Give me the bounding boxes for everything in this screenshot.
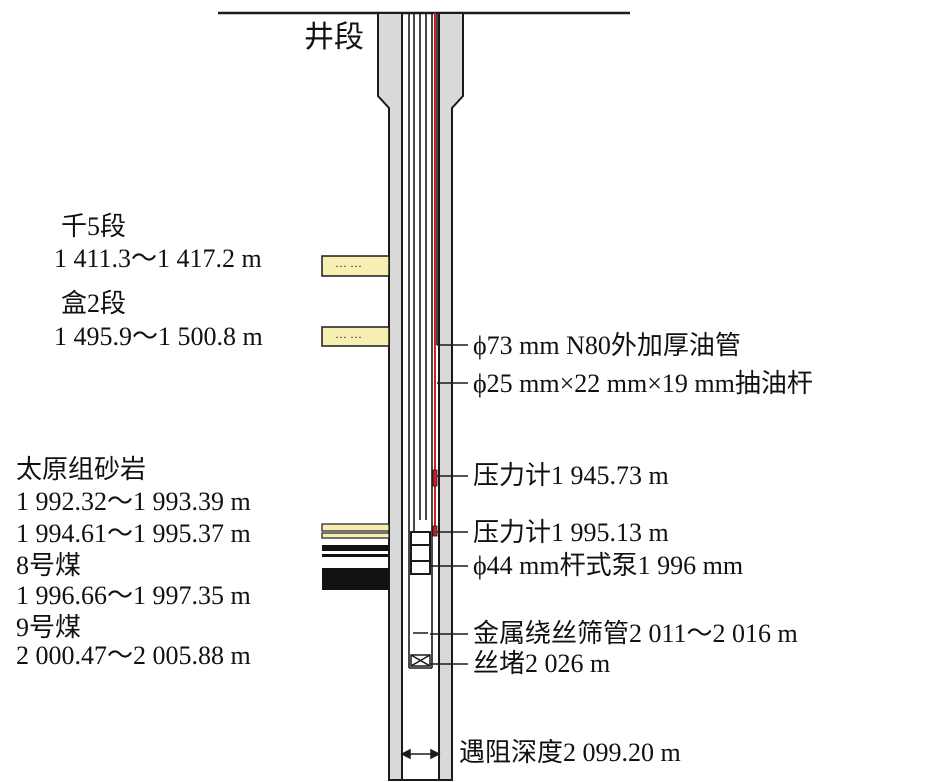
label-obstruction-depth: 遇阻深度2 099.20 m (459, 738, 681, 767)
formation-qian5-bar (321, 255, 390, 277)
taiyuan-sand-1 (321, 523, 390, 532)
pressure-gauge-2 (432, 525, 438, 537)
label-formation-he2: 盒2段 (61, 289, 127, 318)
label-coal-9: 9号煤 (16, 613, 82, 642)
tubing-string (408, 13, 438, 536)
label-depth-coal-9: 2 000.47～2 005.88 m (16, 641, 251, 670)
coal-8-bar (322, 545, 389, 551)
label-coal-8: 8号煤 (16, 551, 82, 580)
pressure-gauge-1 (432, 469, 438, 487)
label-depth-qian5: 1 411.3～1 417.2 m (54, 244, 262, 273)
label-depth-he2: 1 495.9～1 500.8 m (54, 322, 263, 351)
coal-9-bar (322, 568, 389, 590)
label-screen-pipe: 金属绕丝筛管2 011～2 016 m (473, 619, 798, 648)
formation-he2-dots: ··· ··· (335, 330, 362, 344)
label-rod-pump: ϕ44 mm杆式泵1 996 mm (473, 551, 744, 580)
label-depth-taiyuan-1: 1 992.32～1 993.39 m (16, 487, 251, 516)
taiyuan-sand-2 (321, 532, 390, 539)
lower-tubing (408, 536, 433, 669)
label-formation-qian5: 千5段 (61, 212, 127, 241)
coal-8-thin (322, 554, 389, 557)
label-pressure-gauge-1: 压力计1 945.73 m (473, 461, 669, 490)
label-sucker-rod: ϕ25 mm×22 mm×19 mm抽油杆 (473, 369, 813, 398)
rod-pump (410, 531, 431, 575)
label-plug: 丝堵2 026 m (473, 649, 611, 678)
label-pressure-gauge-2: 压力计1 995.13 m (473, 518, 669, 547)
formation-he2-bar (321, 326, 390, 347)
casing-left-wall (377, 12, 403, 781)
label-depth-taiyuan-2: 1 994.61～1 995.37 m (16, 519, 251, 548)
label-depth-coal-8: 1 996.66～1 997.35 m (16, 581, 251, 610)
plug (410, 654, 431, 667)
top-label-well-section: 井段 (304, 21, 364, 54)
formation-qian5-dots: ··· ··· (335, 259, 362, 273)
obstruction-depth-arrow (400, 748, 441, 760)
label-tubing: ϕ73 mm N80外加厚油管 (473, 331, 741, 360)
leader-lines (430, 344, 468, 665)
casing-right-wall (438, 12, 464, 781)
label-formation-taiyuan: 太原组砂岩 (16, 455, 147, 484)
